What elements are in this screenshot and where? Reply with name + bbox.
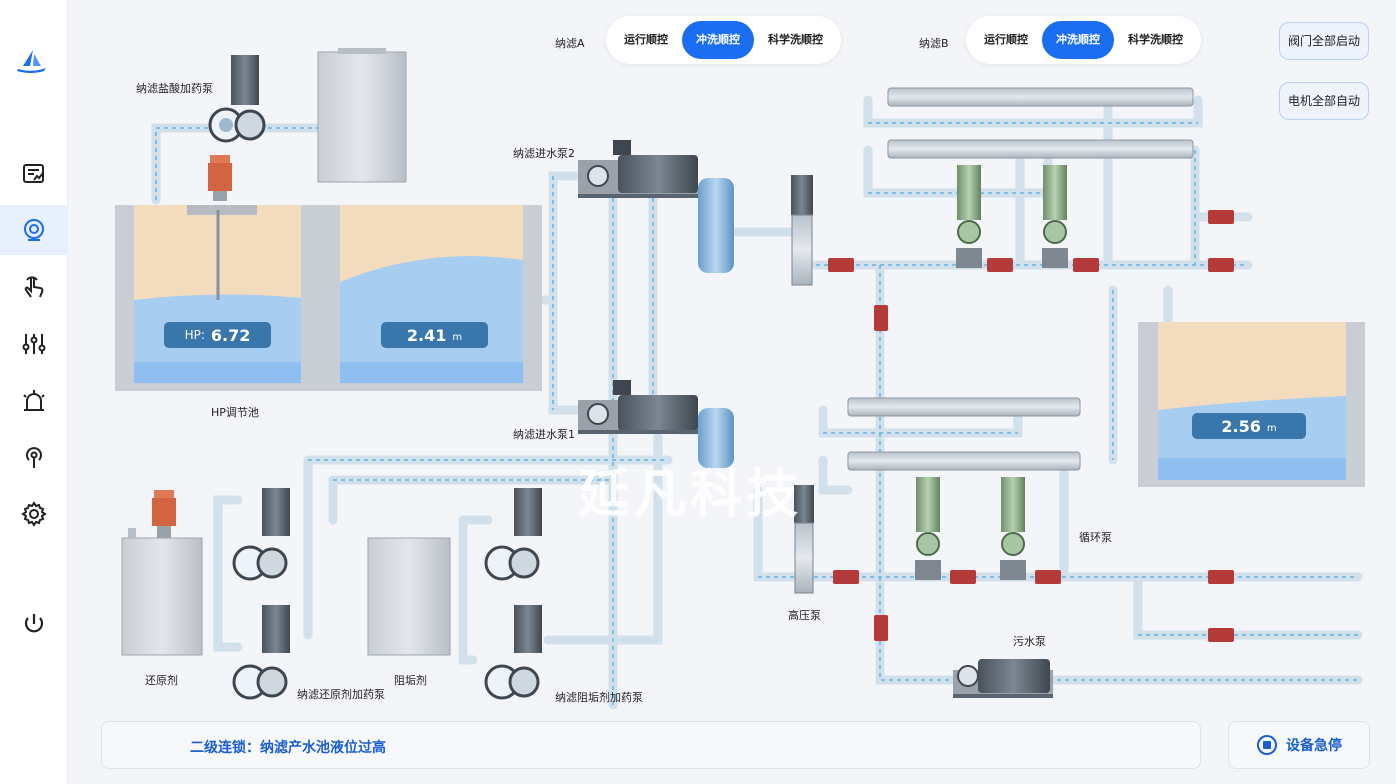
alarm-message: 二级连锁：纳滤产水池液位过高 bbox=[190, 740, 386, 756]
filter-a-clean-sequence[interactable]: 科学洗顺控 bbox=[768, 33, 823, 46]
nav-settings-sliders[interactable] bbox=[0, 319, 68, 369]
scale-tank bbox=[367, 537, 451, 656]
tank2-level-value: 2.41 bbox=[406, 325, 447, 345]
reducer-dosing-pumps bbox=[232, 488, 290, 700]
emergency-stop-button[interactable]: 设备急停 bbox=[1228, 721, 1370, 769]
logo-icon bbox=[17, 50, 46, 73]
acid-tank bbox=[317, 48, 407, 183]
filter-a-mode-switch: 运行顺控 冲洗顺控 科学洗顺控 bbox=[606, 16, 841, 64]
circulation-pump-label: 循环泵 bbox=[1079, 531, 1112, 544]
inlet-pump-1-label: 纳滤进水泵1 bbox=[513, 428, 575, 441]
sewage-pump bbox=[953, 659, 1053, 698]
vertical-pump-top bbox=[791, 175, 813, 286]
reducer-label: 还原剂 bbox=[145, 674, 178, 687]
tank3-level-value: 2.56 bbox=[1221, 416, 1261, 436]
filter-b-run-sequence[interactable]: 运行顺控 bbox=[984, 33, 1028, 46]
reducer-pump-label: 纳滤还原剂加药泵 bbox=[297, 688, 385, 701]
high-pressure-pump-label: 高压泵 bbox=[788, 609, 821, 622]
nav-manual[interactable] bbox=[0, 262, 68, 312]
nav-settings[interactable] bbox=[0, 489, 68, 539]
filter-b-flush-sequence[interactable]: 冲洗顺控 bbox=[1042, 21, 1114, 59]
stop-icon bbox=[1257, 735, 1277, 755]
alarm-message-bar: 二级连锁：纳滤产水池液位过高 bbox=[101, 721, 1201, 769]
power-icon bbox=[24, 614, 44, 633]
green-pump-3 bbox=[915, 477, 941, 580]
product-tank-level-readout: 2.56 m bbox=[1192, 413, 1306, 439]
sewage-pump-label: 污水泵 bbox=[1013, 635, 1046, 648]
inlet-pump-2-label: 纳滤进水泵2 bbox=[513, 147, 575, 160]
watermark: 延凡科技 bbox=[578, 465, 803, 525]
agitator bbox=[208, 155, 232, 201]
hp-tank-label: HP调节池 bbox=[211, 406, 259, 419]
report-icon bbox=[23, 164, 44, 183]
hp-readout-value: 6.72 bbox=[210, 325, 251, 345]
filter-b-clean-sequence[interactable]: 科学洗顺控 bbox=[1128, 33, 1183, 46]
process-diagram bbox=[115, 48, 1365, 710]
green-pump-4 bbox=[1000, 477, 1026, 580]
scale-pump-label: 纳滤阻垢剂加药泵 bbox=[555, 691, 643, 704]
nav-report[interactable] bbox=[0, 149, 68, 199]
scale-dosing-pumps bbox=[484, 488, 542, 700]
nav-signal[interactable] bbox=[0, 432, 68, 482]
gear-icon bbox=[21, 501, 47, 527]
green-pump-2 bbox=[1042, 165, 1068, 268]
tank3-level-unit: m bbox=[1266, 422, 1277, 434]
acid-pump bbox=[208, 55, 266, 143]
sliders-icon bbox=[22, 334, 46, 354]
high-pressure-pump-body bbox=[794, 485, 814, 594]
filter-a-flush-sequence[interactable]: 冲洗顺控 bbox=[682, 21, 754, 59]
nav-alarm[interactable] bbox=[0, 376, 68, 426]
tank2-level-readout: 2.41 m bbox=[381, 322, 488, 348]
valves bbox=[828, 210, 1234, 642]
emergency-stop-label: 设备急停 bbox=[1286, 738, 1342, 754]
filter-b-label: 纳滤B bbox=[919, 37, 949, 50]
monitor-icon bbox=[24, 219, 44, 241]
inlet-pump-1 bbox=[578, 380, 698, 434]
alarm-light-icon bbox=[23, 390, 45, 411]
tank2-level-unit: m bbox=[452, 331, 463, 343]
product-tank bbox=[1138, 322, 1365, 487]
valve-all-start-button[interactable]: 阀门全部启动 bbox=[1279, 22, 1369, 60]
hp-readout-label: HP: bbox=[184, 328, 205, 342]
motor-all-auto-button[interactable]: 电机全部自动 bbox=[1279, 82, 1369, 120]
green-pump-1 bbox=[956, 165, 982, 268]
hp-tank-2 bbox=[320, 205, 542, 391]
antenna-icon bbox=[26, 447, 42, 468]
nav-monitor[interactable] bbox=[0, 205, 68, 255]
nav-power[interactable] bbox=[0, 599, 68, 649]
sidebar bbox=[0, 0, 68, 784]
acid-pump-label: 纳滤盐酸加药泵 bbox=[136, 82, 213, 95]
reducer-tank bbox=[121, 490, 203, 656]
process-scene: 纳滤A 运行顺控 冲洗顺控 科学洗顺控 纳滤B 运行顺控 冲洗顺控 科学洗顺控 … bbox=[68, 0, 1396, 784]
filter-a-run-sequence[interactable]: 运行顺控 bbox=[624, 33, 668, 46]
hp-readout: HP: 6.72 bbox=[164, 322, 271, 348]
filter-a-label: 纳滤A bbox=[555, 37, 585, 50]
inlet-pump-2 bbox=[578, 140, 698, 198]
filter-b-mode-switch: 运行顺控 冲洗顺控 科学洗顺控 bbox=[966, 16, 1201, 64]
hand-touch-icon bbox=[24, 276, 44, 298]
scale-inhibitor-label: 阻垢剂 bbox=[394, 674, 427, 687]
